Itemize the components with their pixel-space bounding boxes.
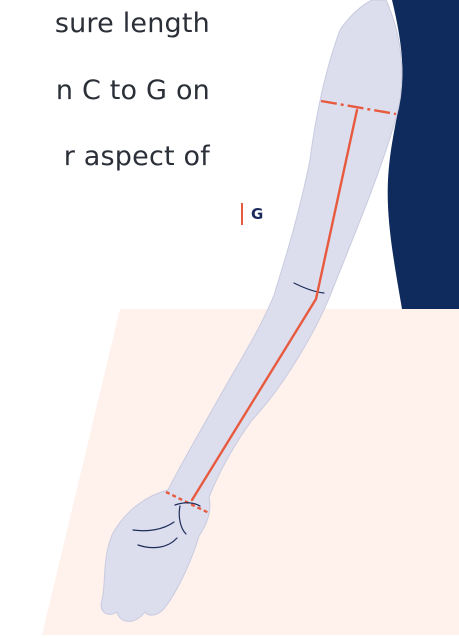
instruction-line-3: r aspect of	[64, 140, 210, 174]
point-g-label: G	[241, 203, 263, 225]
point-g-marker	[241, 203, 243, 225]
instruction-text: sure length n C to G on r aspect of	[0, 0, 210, 190]
point-g-text: G	[251, 205, 263, 223]
instruction-line-2: n C to G on	[56, 74, 210, 108]
instruction-line-1: sure length	[55, 7, 210, 41]
